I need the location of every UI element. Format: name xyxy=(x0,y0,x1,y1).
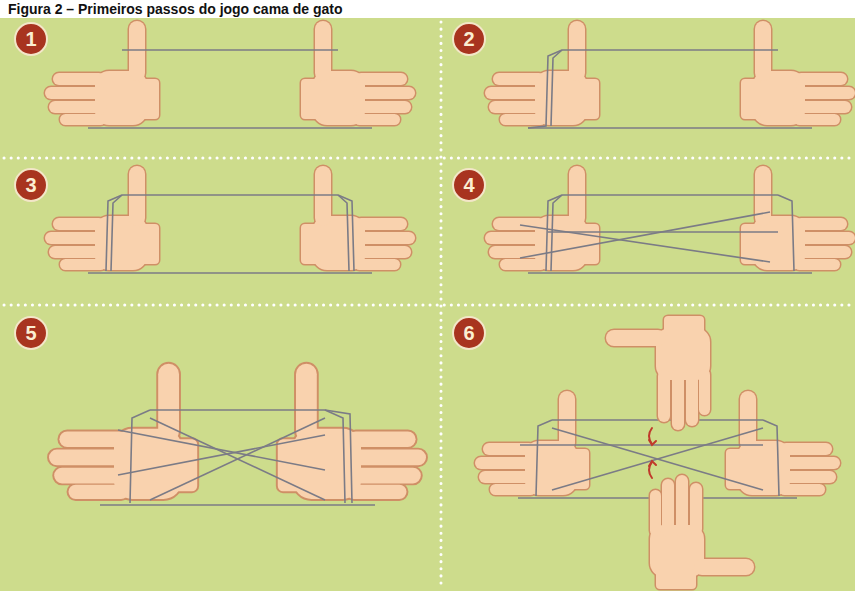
figure-title: Figura 2 – Primeiros passos do jogo cama… xyxy=(8,0,343,18)
background-panel xyxy=(0,18,855,591)
step-2-hands xyxy=(485,21,855,128)
step-number: 1 xyxy=(25,29,36,49)
step-number: 2 xyxy=(463,29,474,49)
step-number: 4 xyxy=(463,175,474,195)
callout-number: 6 xyxy=(452,316,486,350)
step-1-hands xyxy=(45,21,415,128)
panel-dividers xyxy=(4,22,851,588)
step-6-hands xyxy=(475,316,840,589)
callout-number: 5 xyxy=(14,316,48,350)
callout-number: 1 xyxy=(14,22,48,56)
callout-number: 4 xyxy=(452,168,486,202)
step-number: 3 xyxy=(25,175,36,195)
callout-number: 2 xyxy=(452,22,486,56)
step-3-hands xyxy=(45,166,415,273)
step-number: 5 xyxy=(25,323,36,343)
step-number: 6 xyxy=(463,323,474,343)
step-4-hands xyxy=(485,166,855,273)
step-5-hands xyxy=(49,364,426,505)
callout-number: 3 xyxy=(14,168,48,202)
